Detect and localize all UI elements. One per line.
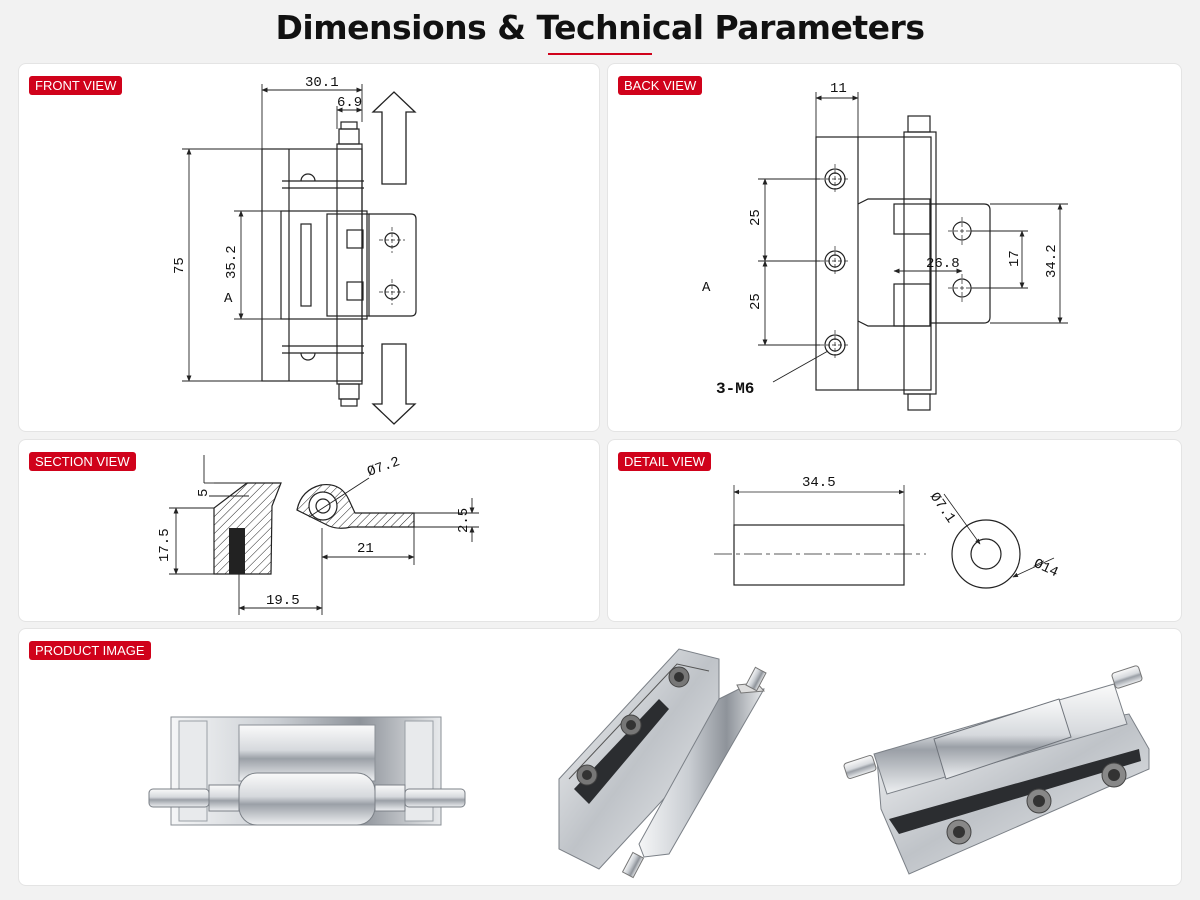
front-view-badge: FRONT VIEW	[29, 76, 123, 95]
section-view-drawing: 5 17.5 2.5 Ø7.2 21 19.5	[157, 454, 479, 615]
back-holes-label: 3-M6	[716, 380, 754, 398]
detail-dim-outer: Ø14	[1031, 556, 1061, 581]
back-dim-leaf-span: 26.8	[926, 256, 960, 272]
section-dim-arm: 21	[357, 541, 374, 557]
section-dim-thickness: 2.5	[456, 508, 472, 533]
detail-dim-inner: Ø7.1	[926, 490, 958, 527]
product-photo-front	[148, 716, 466, 826]
front-view-panel: FRONT VIEW	[18, 63, 600, 432]
page-title: Dimensions & Technical Parameters	[275, 8, 925, 47]
product-image-panel: PRODUCT IMAGE	[18, 628, 1182, 886]
product-image-badge: PRODUCT IMAGE	[29, 641, 151, 660]
detail-view-panel: DETAIL VIEW 34.5 Ø7.1 Ø14	[607, 439, 1182, 622]
back-view-badge: BACK VIEW	[618, 76, 703, 95]
front-section-mark: A	[224, 291, 233, 307]
back-view-drawing: 11 25 25 26.8 17 34.2 A 3-M6	[702, 81, 1068, 411]
front-dim-leaf: 35.2	[224, 245, 240, 279]
back-dim-pitch-bottom: 25	[748, 293, 764, 310]
product-photo-angled	[843, 665, 1150, 875]
section-dim-top: 5	[196, 489, 212, 497]
back-dim-pitch-top: 25	[748, 209, 764, 226]
detail-dim-length: 34.5	[802, 475, 836, 491]
front-dim-pin: 6.9	[337, 95, 362, 111]
product-photo-back	[558, 648, 767, 879]
back-view-panel: BACK VIEW	[607, 63, 1182, 432]
back-section-mark: A	[702, 280, 711, 296]
front-dim-width: 30.1	[305, 75, 339, 91]
section-dim-height: 17.5	[157, 528, 173, 562]
section-dim-base: 19.5	[266, 593, 300, 609]
back-dim-pin-offset: 11	[830, 81, 847, 97]
back-dim-hole-pitch: 17	[1007, 250, 1023, 267]
detail-view-drawing: 34.5 Ø7.1 Ø14	[714, 475, 1061, 589]
front-dim-height: 75	[172, 257, 188, 274]
detail-view-badge: DETAIL VIEW	[618, 452, 711, 471]
back-dim-leaf-height: 34.2	[1044, 244, 1060, 278]
section-dim-pin-dia: Ø7.2	[365, 454, 402, 481]
section-view-badge: SECTION VIEW	[29, 452, 136, 471]
product-photos	[148, 648, 1150, 879]
section-view-panel: SECTION VIEW 5	[18, 439, 600, 622]
title-underline	[548, 53, 652, 55]
front-view-drawing: 30.1 6.9 75 35.2 A	[172, 75, 417, 425]
